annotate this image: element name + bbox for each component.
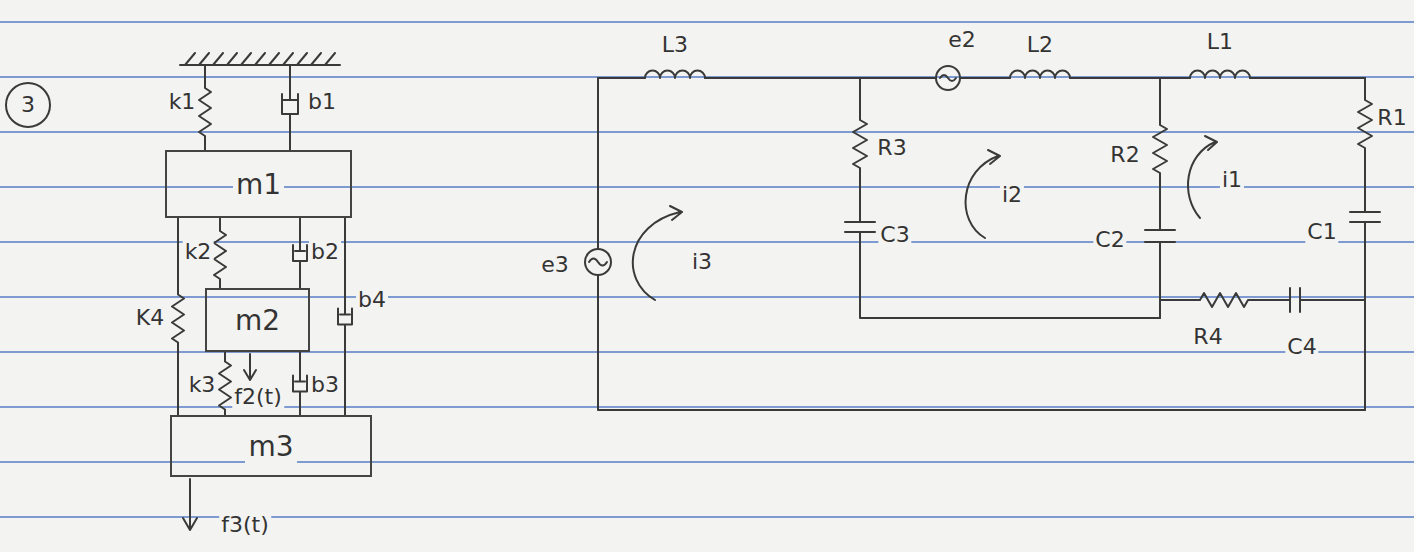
spring-symbol [199, 65, 211, 150]
source-symbol [589, 259, 607, 266]
element-label: b4 [356, 288, 388, 312]
spring-connector [219, 352, 231, 415]
damper-symbol [282, 65, 298, 150]
component-label: i3 [690, 250, 714, 274]
resistor-symbol [853, 78, 867, 222]
component-label: e3 [539, 253, 571, 277]
component-label: R3 [875, 136, 908, 160]
mass-label: m3 [245, 430, 296, 463]
damper-connector [293, 352, 307, 415]
capacitor-symbol [845, 222, 1160, 318]
mass-block: m2 [205, 288, 310, 352]
force-arrow [244, 354, 256, 380]
circuit-drawing [585, 66, 1380, 410]
component-label: k1 [167, 90, 198, 114]
component-label: R2 [1108, 143, 1141, 167]
capacitor-symbol [1145, 230, 1175, 318]
element-label: b3 [309, 373, 341, 397]
component-label: L2 [1025, 33, 1055, 57]
source-symbol [940, 75, 956, 81]
inductor-symbol [1010, 71, 1070, 78]
component-label: R4 [1191, 325, 1224, 349]
loop-current-arrow [1188, 136, 1217, 218]
component-label: f2(t) [232, 385, 284, 409]
component-label: f3(t) [219, 513, 271, 537]
source-symbol [936, 66, 960, 90]
problem-circle [6, 83, 50, 127]
mechanical-drawing [6, 53, 340, 530]
component-label: L3 [660, 33, 690, 57]
element-label: k3 [187, 373, 218, 397]
inductor-symbol [645, 71, 705, 78]
component-label: C3 [878, 223, 911, 247]
component-label: i2 [1000, 183, 1024, 207]
component-label: C2 [1093, 228, 1126, 252]
element-label: K4 [134, 306, 166, 330]
component-label: L1 [1205, 30, 1235, 54]
component-label: e2 [946, 28, 978, 52]
resistor-symbol [1160, 293, 1290, 307]
ruled-lines [0, 22, 1414, 517]
capacitor-symbol [1290, 288, 1365, 312]
resistor-symbol [1358, 78, 1372, 212]
mass-block: m1 [165, 150, 352, 218]
wire [598, 78, 1365, 410]
element-label: k2 [183, 240, 214, 264]
inductor-symbol [1190, 71, 1250, 78]
source-symbol [585, 249, 611, 275]
element-label: b2 [309, 240, 341, 264]
component-label: b1 [306, 90, 338, 114]
component-label: 3 [19, 93, 37, 117]
force-arrow [183, 479, 197, 530]
damper-connector [293, 218, 307, 288]
mass-label: m2 [232, 304, 283, 337]
loop-current-arrow [966, 150, 1000, 238]
resistor-symbol [1153, 78, 1167, 230]
loop-current-arrow [633, 206, 682, 300]
capacitor-symbol [1350, 212, 1380, 410]
ceiling [180, 53, 340, 65]
spring-connector [214, 218, 226, 288]
component-label: R1 [1375, 106, 1408, 130]
mass-block: m3 [170, 415, 372, 477]
component-label: C4 [1285, 335, 1318, 359]
component-label: i1 [1220, 168, 1244, 192]
component-label: C1 [1305, 220, 1338, 244]
mass-label: m1 [233, 168, 284, 201]
